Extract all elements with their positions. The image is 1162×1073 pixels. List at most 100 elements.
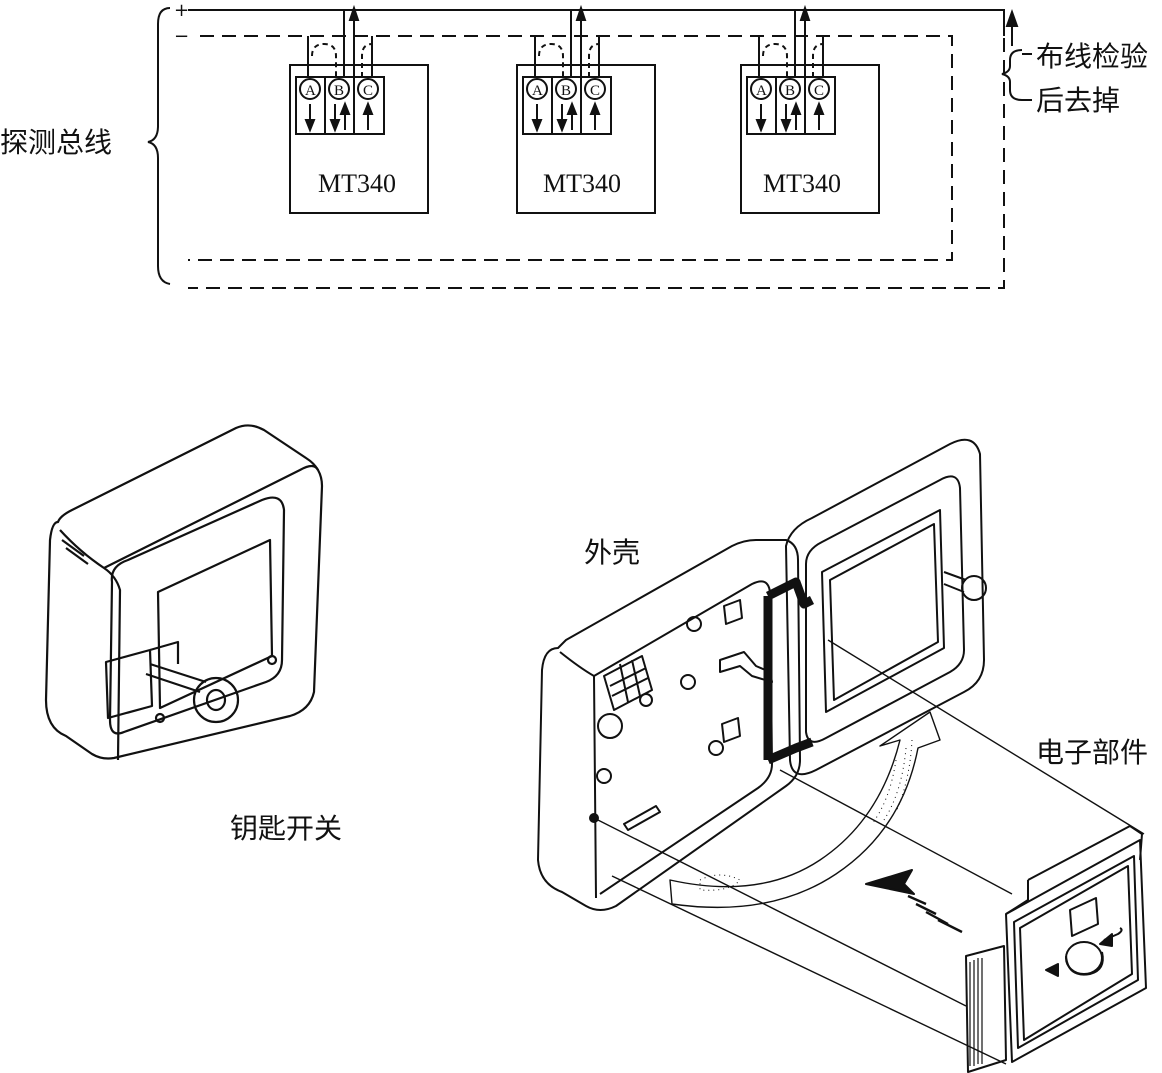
exploded-device <box>537 438 1147 1073</box>
front-cover-outline <box>785 438 985 776</box>
module-2-plus-arrow <box>575 4 587 21</box>
module-1-box <box>289 64 429 214</box>
module-3-arrowhead-b1 <box>780 119 792 133</box>
module-3-wire-minus-jumper <box>762 42 788 77</box>
module-3 <box>740 4 880 214</box>
check-brace <box>1001 49 1023 101</box>
module-3-arrowhead-c <box>813 101 825 115</box>
key-switch-rivet-2 <box>154 712 166 724</box>
key-switch-key-shaft <box>145 662 207 694</box>
module-1-arrowhead-c <box>362 101 374 115</box>
module-2-terminal-a <box>526 78 548 100</box>
housing-hole-2 <box>680 674 696 690</box>
module-2-terminal-b-label: B <box>561 83 571 99</box>
key-switch-front-top <box>103 464 319 569</box>
key-switch-label: 钥匙开关 <box>230 812 342 845</box>
module-2-arrowhead-b2 <box>566 101 578 115</box>
module-2-arrowhead-b1 <box>556 119 568 133</box>
projection-line-2 <box>779 769 1013 895</box>
module-3-wire-c-jumper <box>812 43 824 77</box>
insertion-arrow-lines <box>907 894 963 934</box>
module-3-terminal-b <box>779 78 801 100</box>
electronics-module-board-inner <box>1013 855 1139 1049</box>
module-1 <box>289 4 429 214</box>
housing-label: 外壳 <box>584 536 640 569</box>
module-1-terminal-b-label: B <box>334 83 344 99</box>
key-switch-window-outer <box>108 496 286 735</box>
projection-line-3 <box>593 817 967 1007</box>
housing-shell-front-edge <box>559 651 597 899</box>
check-label-line-2: 后去掉 <box>1036 84 1120 117</box>
module-3-model-label: MT340 <box>763 169 841 198</box>
module-2-wire-c-jumper <box>588 43 600 77</box>
front-cover-window-inner <box>829 523 939 701</box>
housing-shell-inner-rim <box>593 580 773 895</box>
module-1-terminal-a <box>299 78 321 100</box>
electronics-module-base <box>965 945 1007 1073</box>
housing-hole-3 <box>708 740 724 756</box>
module-3-arrowhead-b2 <box>790 101 802 115</box>
housing-boss-2 <box>721 717 741 743</box>
module-3-terminal-block <box>746 76 836 135</box>
housing-slot <box>623 805 661 831</box>
hinge-strip <box>763 577 815 765</box>
module-3-terminal-a-label: A <box>756 83 767 99</box>
front-cover-inner-frame <box>805 475 965 743</box>
electronics-module-arrow-right <box>1103 927 1123 941</box>
check-arrow-head <box>1005 9 1019 27</box>
module-3-plus-arrow <box>799 4 811 21</box>
bus-brace <box>147 7 171 285</box>
module-2 <box>516 4 656 214</box>
electronics-module-top <box>1005 825 1143 915</box>
module-3-arrowhead-a <box>755 119 767 133</box>
module-3-terminal-c-label: C <box>814 83 824 99</box>
housing-boss-1 <box>723 599 743 625</box>
module-1-plus-arrow <box>348 4 360 21</box>
bus-label: 探测总线 <box>0 126 112 159</box>
minus-sign: − <box>174 26 189 47</box>
wiring-diagram <box>147 4 1032 289</box>
electronics-module-arrow-left <box>1045 963 1059 977</box>
housing-shell-outline <box>537 539 801 911</box>
key-switch-body-outline <box>44 424 324 760</box>
module-2-wire-minus-jumper <box>538 42 564 77</box>
key-switch-device <box>44 424 324 761</box>
module-2-arrowhead-c <box>589 101 601 115</box>
electronics-module-connector <box>1069 897 1099 937</box>
module-2-terminal-a-label: A <box>532 83 543 99</box>
module-1-model-label: MT340 <box>318 169 396 198</box>
module-1-terminal-block <box>295 76 385 135</box>
key-switch-key-bow-inner <box>205 688 227 712</box>
module-1-arrowhead-a <box>304 119 316 133</box>
module-1-arrowhead-b1 <box>329 119 341 133</box>
bus-line-minus <box>188 35 953 261</box>
electronics-module-arrow-right-head <box>1099 933 1113 947</box>
module-3-terminal-c <box>808 78 830 100</box>
module-3-box <box>740 64 880 214</box>
module-3-terminal-b-label: B <box>785 83 795 99</box>
housing-hole-5 <box>596 768 612 784</box>
module-1-terminal-b <box>328 78 350 100</box>
front-cover-knob <box>961 575 987 601</box>
front-cover-window <box>821 509 945 713</box>
module-1-wire-minus-jumper <box>311 42 337 77</box>
module-2-arrowhead-a <box>531 119 543 133</box>
housing-terminal-cluster <box>603 655 653 711</box>
key-switch-key-bow-outer <box>192 676 240 724</box>
insertion-curve-arrow <box>669 711 941 909</box>
module-2-model-label: MT340 <box>543 169 621 198</box>
housing-hole-1 <box>686 616 702 632</box>
module-2-terminal-c-label: C <box>590 83 600 99</box>
module-1-terminal-c <box>357 78 379 100</box>
module-2-terminal-b <box>555 78 577 100</box>
check-label-line-1: 布线检验 <box>1036 40 1148 73</box>
bus-line-check-dashed <box>188 38 1005 289</box>
module-1-terminal-c-label: C <box>363 83 373 99</box>
module-1-terminal-a-label: A <box>305 83 316 99</box>
module-3-terminal-a <box>750 78 772 100</box>
housing-hole-4 <box>597 713 623 739</box>
electronics-module-button-ring <box>1065 951 1104 976</box>
bus-line-plus <box>188 9 1005 36</box>
insertion-curve-shading <box>871 739 913 825</box>
